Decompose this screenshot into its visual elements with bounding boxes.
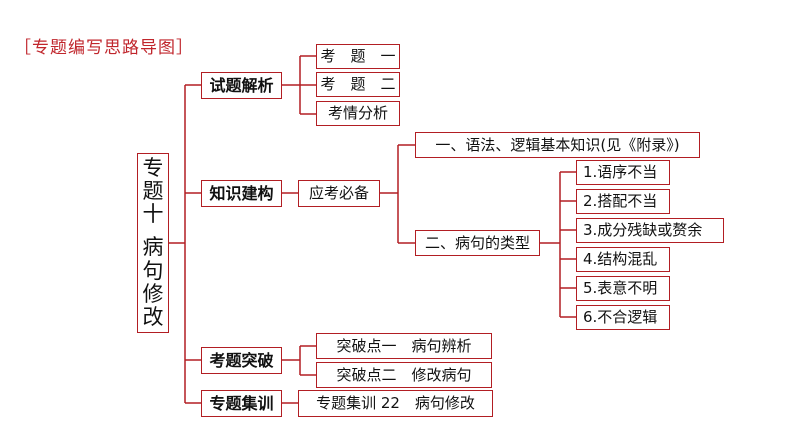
branch-knowledge-building: 知识建构 [201, 180, 282, 207]
root-char: 十 [142, 202, 164, 227]
grammar-logic-basics: 一、语法、逻辑基本知识(见《附录》) [415, 132, 700, 158]
error-type-item: 2.搭配不当 [576, 189, 670, 214]
error-type-item: 3.成分残缺或赘余 [576, 218, 724, 243]
breakthrough-point-two: 突破点二 修改病句 [316, 362, 492, 388]
error-type-item: 6.不合逻辑 [576, 305, 670, 330]
root-node: 专 题 十 病 句 修 改 [137, 153, 169, 333]
root-char: 题 [142, 179, 164, 204]
topic-training-22: 专题集训 22 病句修改 [298, 390, 493, 417]
root-char: 修 [142, 281, 164, 306]
exam-essentials: 应考必备 [298, 180, 380, 207]
exam-question-one: 考 题 一 [316, 44, 400, 69]
breakthrough-point-one: 突破点一 病句辨析 [316, 333, 492, 359]
root-char: 病 [142, 235, 164, 260]
branch-exam-analysis: 试题解析 [201, 72, 282, 99]
branch-exam-breakthrough: 考题突破 [201, 347, 282, 374]
error-type-item: 4.结构混乱 [576, 247, 670, 272]
error-type-item: 5.表意不明 [576, 276, 670, 301]
error-type-item: 1.语序不当 [576, 160, 670, 185]
root-char: 专 [142, 156, 164, 181]
diagram-title: ［专题编写思路导图］ [14, 38, 194, 58]
exam-situation-analysis: 考情分析 [316, 101, 400, 126]
branch-topic-training: 专题集训 [201, 390, 282, 417]
root-char: 句 [142, 258, 164, 283]
root-char: 改 [142, 304, 164, 329]
exam-question-two: 考 题 二 [316, 72, 400, 97]
sentence-error-types: 二、病句的类型 [415, 230, 540, 256]
